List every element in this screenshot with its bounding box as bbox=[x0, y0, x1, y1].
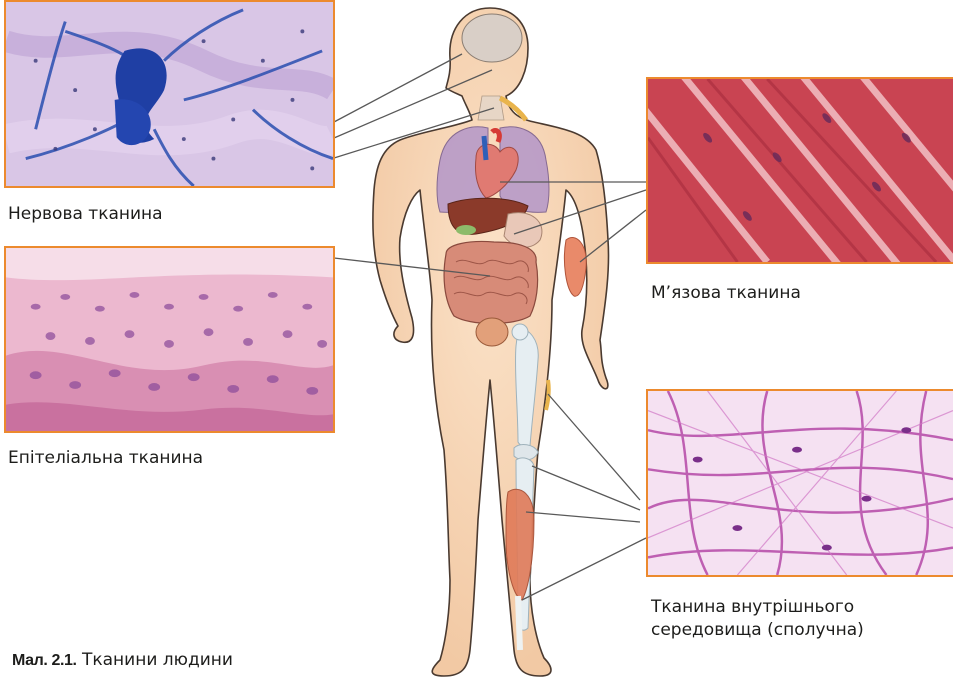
nervous-tissue-label: Нервова тканина bbox=[8, 203, 163, 226]
epithelial-tissue-label: Епітеліальна тканина bbox=[8, 447, 203, 470]
epithelial-tissue-image bbox=[4, 246, 335, 433]
forearm-muscle bbox=[564, 238, 586, 297]
muscle-tissue-image bbox=[646, 77, 953, 264]
nervous-tissue-micrograph bbox=[6, 2, 333, 186]
intestines-shape bbox=[444, 242, 538, 324]
nervous-tissue-image bbox=[4, 0, 335, 188]
epithelial-tissue-micrograph bbox=[6, 248, 333, 431]
muscle-tissue-label: М’язова тканина bbox=[651, 282, 801, 305]
caption-prefix: Мал. 2.1. bbox=[12, 652, 77, 669]
figure-caption: Мал. 2.1. Тканини людини bbox=[12, 650, 233, 670]
heart-vessel bbox=[484, 136, 486, 160]
gallbladder bbox=[456, 225, 476, 235]
connective-tissue-label-line1: Тканина внутрішнього bbox=[651, 596, 854, 619]
brain-shape bbox=[462, 14, 522, 62]
connective-tissue-label-line2: середовища (сполучна) bbox=[651, 619, 864, 642]
caption-text: Тканини людини bbox=[77, 650, 233, 670]
hip-joint bbox=[512, 324, 528, 340]
bladder-shape bbox=[476, 318, 508, 346]
muscle-tissue-micrograph bbox=[648, 79, 953, 262]
calf-tendon bbox=[518, 596, 520, 650]
connective-tissue-micrograph bbox=[648, 391, 953, 575]
connective-tissue-image bbox=[646, 389, 953, 577]
